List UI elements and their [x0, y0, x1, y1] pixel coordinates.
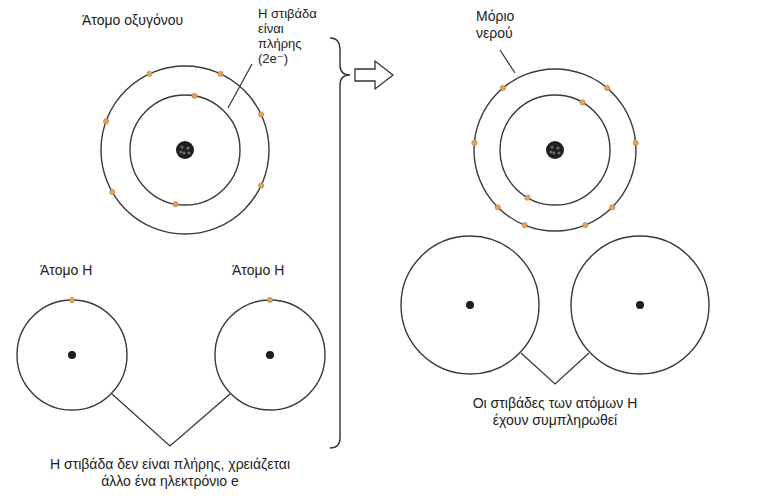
nucleus [266, 351, 274, 359]
electron-shell [401, 236, 539, 374]
nucleus-particle [552, 151, 555, 154]
oxygen-atom: Άτομο οξυγόνου [100, 65, 270, 235]
atom-drawing [214, 299, 326, 411]
electron [267, 297, 272, 302]
caption-text: Η στιβάδα δεν είναι πλήρης, χρειάζεται ά… [45, 456, 295, 490]
electron-shell [215, 300, 325, 410]
electron-shell [571, 236, 709, 374]
electron [633, 140, 638, 145]
nucleus [546, 141, 564, 159]
electron [522, 223, 527, 228]
leader-line [521, 353, 589, 384]
electron [110, 189, 115, 194]
hydrogen-atom: Άτομο Η [16, 299, 128, 411]
electron-shell [17, 300, 127, 410]
electron-shell [101, 66, 269, 234]
reaction-arrow [355, 61, 393, 89]
electron [147, 71, 152, 76]
nucleus-particle [182, 151, 185, 154]
hydrogen-atom: Άτομο Η [214, 299, 326, 411]
electron [500, 85, 505, 90]
nucleus [466, 301, 474, 309]
nucleus-particle [556, 146, 559, 149]
electron [218, 71, 223, 76]
electron [495, 205, 500, 210]
electron [610, 205, 615, 210]
atom-label: Μόριο νερού [476, 8, 528, 42]
leader-line [112, 394, 230, 446]
nucleus-particle [187, 151, 190, 154]
nucleus [176, 141, 194, 159]
atom-label: Άτομο Η [232, 262, 284, 279]
nucleus-particle [549, 150, 552, 153]
nucleus-particle [186, 146, 189, 149]
atom-drawing [16, 299, 128, 411]
electron [192, 93, 197, 98]
electron [580, 100, 585, 105]
water-molecule: Μόριο νερού [400, 68, 710, 375]
atom-drawing [400, 68, 710, 375]
brace [330, 38, 350, 448]
electron [583, 223, 588, 228]
electron-shell [474, 69, 636, 231]
electron [525, 195, 530, 200]
nucleus [68, 351, 76, 359]
nucleus-particle [557, 151, 560, 154]
electron [259, 112, 264, 117]
nucleus [636, 301, 644, 309]
atom-drawing [100, 65, 270, 235]
electron [69, 297, 74, 302]
callout-text: Η στιβάδα είναι πλήρης (2e⁻) [258, 6, 330, 66]
electron [173, 202, 178, 207]
electron [103, 119, 108, 124]
electron-shell [130, 95, 240, 205]
electron [472, 140, 477, 145]
leader-line [500, 50, 515, 73]
atom-label: Άτομο οξυγόνου [82, 12, 183, 29]
nucleus-particle [179, 150, 182, 153]
caption-text: Οι στιβάδες των ατόμων Η έχουν συμπληρωθ… [455, 395, 655, 429]
electron [259, 183, 264, 188]
electron-shell [500, 95, 610, 205]
nucleus-particle [550, 145, 553, 148]
electron [604, 85, 609, 90]
nucleus-particle [180, 145, 183, 148]
atom-label: Άτομο Η [40, 262, 92, 279]
